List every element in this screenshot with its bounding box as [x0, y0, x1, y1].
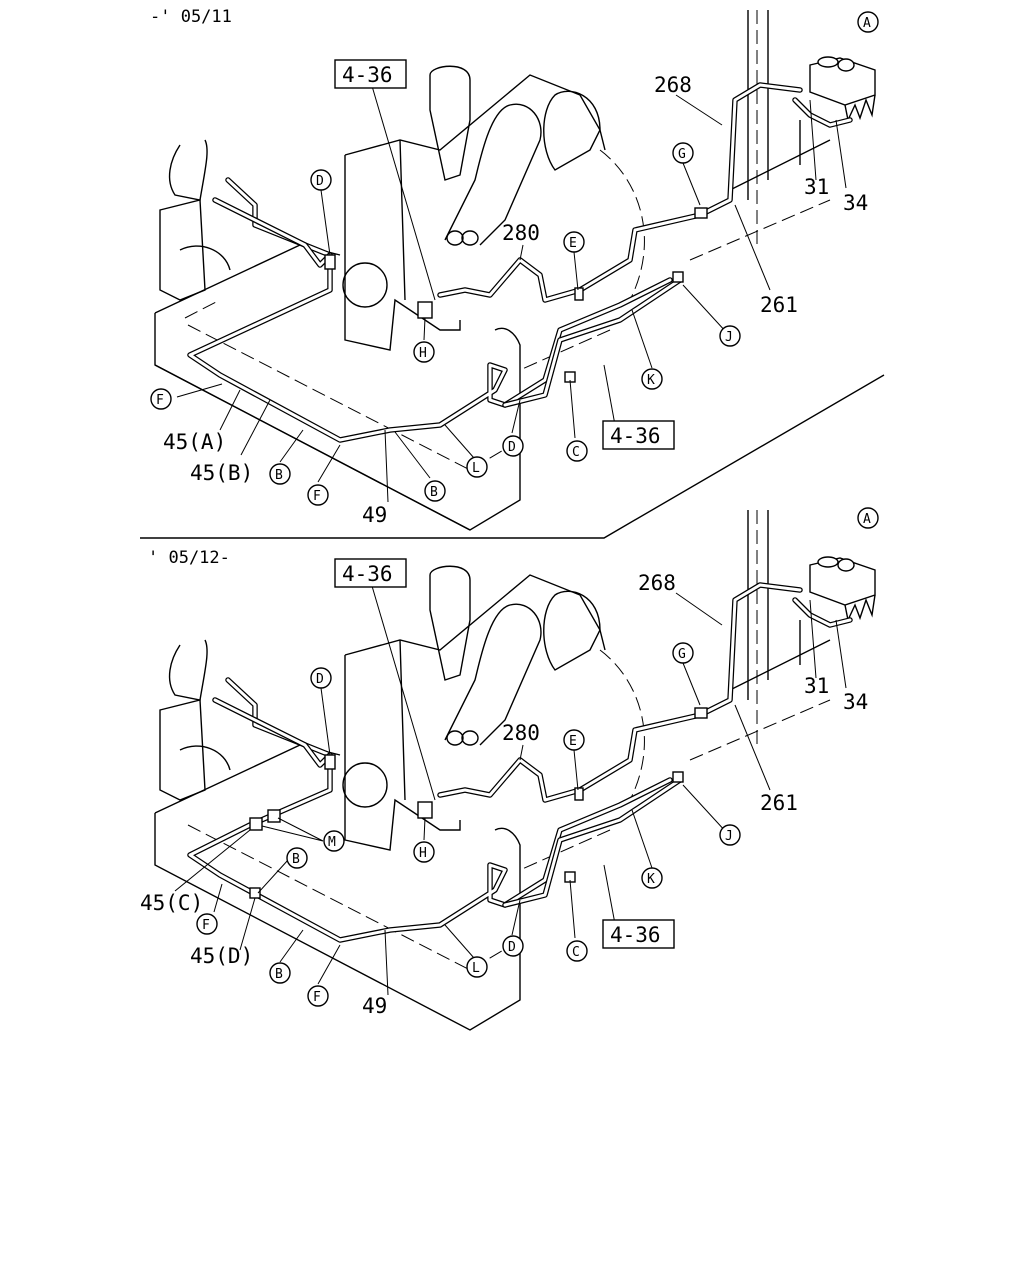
callout-l: L	[472, 961, 480, 976]
panel-divider	[140, 374, 885, 539]
part-49: 49	[362, 994, 387, 1018]
ref-label-bottom: 4-36	[610, 923, 661, 947]
part-34: 34	[843, 690, 868, 714]
callout-a: A	[863, 512, 871, 527]
ref-box-top	[334, 59, 407, 89]
callout-j: J	[725, 829, 733, 844]
part-268: 268	[654, 73, 692, 97]
callout-c: C	[572, 445, 580, 460]
ref-box-bottom	[602, 919, 675, 949]
part-49: 49	[362, 503, 387, 527]
reservoir	[792, 56, 876, 128]
callout-b-lower: B	[275, 967, 283, 982]
callout-e: E	[569, 236, 577, 251]
panel-before-05-11: -' 05/11	[150, 7, 879, 531]
frame-right	[689, 10, 831, 261]
leader-lines	[176, 85, 847, 503]
callout-b-mid: B	[275, 468, 283, 483]
reservoir	[792, 556, 876, 628]
part-34: 34	[843, 191, 868, 215]
part-45a: 45(A)	[163, 430, 226, 454]
ref-label-bottom: 4-36	[610, 424, 661, 448]
pipe-280	[437, 82, 803, 303]
callout-d-top: D	[316, 672, 324, 687]
callout-j: J	[725, 330, 733, 345]
callout-f-left: F	[202, 918, 210, 933]
left-bracket	[159, 139, 231, 301]
callout-g: G	[678, 147, 686, 162]
callout-k: K	[647, 373, 655, 388]
ref-box-top	[334, 558, 407, 588]
callout-l: L	[472, 461, 480, 476]
period-label: ' 05/12-	[148, 548, 230, 568]
callout-b-right: B	[430, 485, 438, 500]
ref-box-bottom	[602, 420, 675, 450]
callout-h: H	[419, 846, 427, 861]
engine-block	[154, 65, 645, 531]
part-45d: 45(D)	[190, 944, 253, 968]
part-280: 280	[502, 721, 540, 745]
part-261: 261	[760, 293, 798, 317]
callout-f-bottom: F	[313, 990, 321, 1005]
ref-label-top: 4-36	[342, 562, 393, 586]
callout-g: G	[678, 647, 686, 662]
part-261: 261	[760, 791, 798, 815]
callout-b-upper: B	[292, 852, 300, 867]
leader-lines	[174, 585, 847, 996]
pipes	[187, 582, 803, 943]
callout-e: E	[569, 734, 577, 749]
panel-from-05-12: ' 05/12-	[140, 507, 879, 1031]
callouts: A G D E H J K M B F B F L D C	[196, 507, 879, 1007]
callout-d-bottom: D	[508, 940, 516, 955]
frame-right	[689, 510, 831, 761]
callout-d-top: D	[316, 174, 324, 189]
part-45c: 45(C)	[140, 891, 203, 915]
ref-label-top: 4-36	[342, 63, 393, 87]
part-31: 31	[804, 175, 829, 199]
callout-c: C	[572, 945, 580, 960]
callout-a: A	[863, 16, 871, 31]
callout-k: K	[647, 872, 655, 887]
part-268: 268	[638, 571, 676, 595]
callout-f-bottom: F	[313, 489, 321, 504]
callout-h: H	[419, 346, 427, 361]
part-45b: 45(B)	[190, 461, 253, 485]
callout-f-left: F	[156, 393, 164, 408]
callout-m: M	[328, 835, 336, 850]
part-31: 31	[804, 674, 829, 698]
part-280: 280	[502, 221, 540, 245]
period-label: -' 05/11	[150, 7, 232, 27]
callout-d-bottom: D	[508, 440, 516, 455]
callouts: A G D E H J K F B B F L D C	[150, 11, 879, 506]
left-bracket	[159, 639, 231, 801]
engine-block	[154, 565, 645, 1031]
